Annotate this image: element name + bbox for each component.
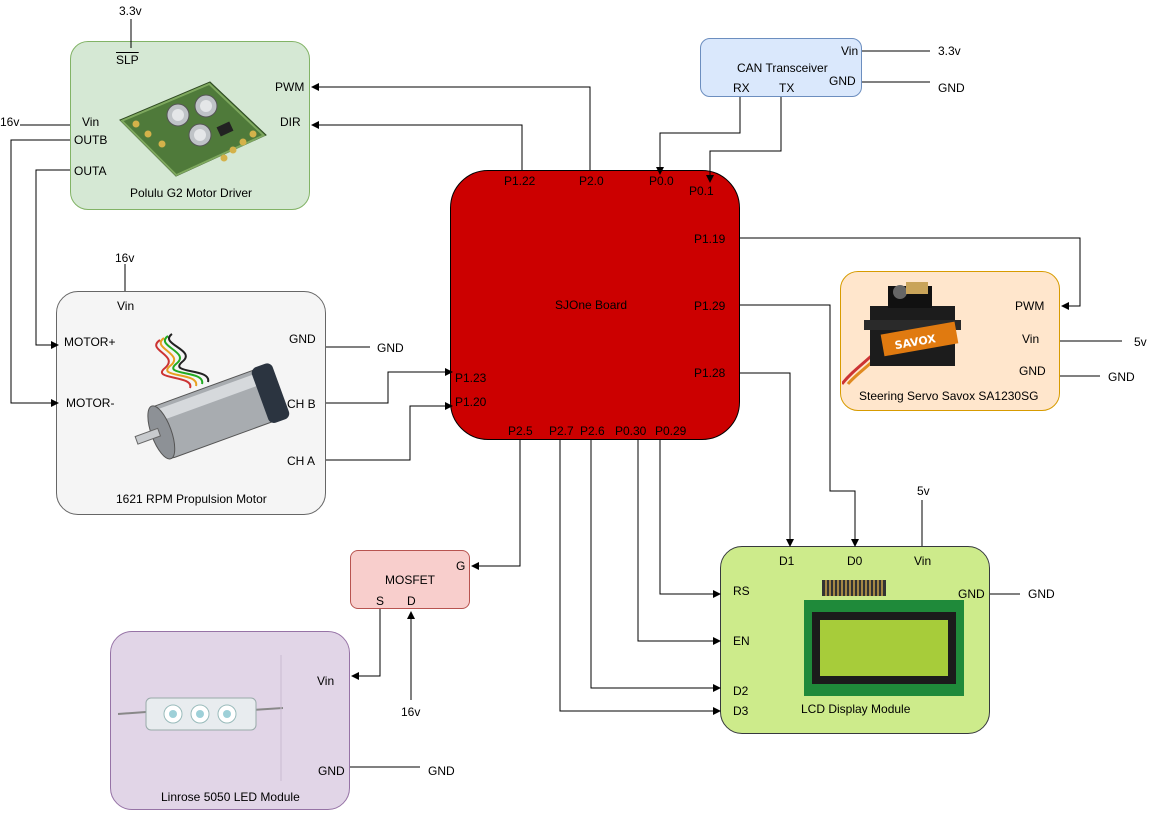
motor-driver-board-image: [119, 81, 267, 177]
lcd-gnd-label: GND: [1028, 587, 1055, 601]
sjone-pin-p2-6: P2.6: [580, 424, 605, 438]
wire-p1-29-to-d0: [740, 304, 859, 547]
wire-p0-29-to-rs: [659, 440, 721, 598]
sjone-pin-p1-29: P1.29: [694, 299, 726, 313]
sjone-pin-p1-19: P1.19: [694, 232, 726, 246]
servo-image: SAVOX: [842, 282, 961, 385]
lcd-pin-vin: Vin: [914, 554, 932, 568]
motor-driver-pin-outa: OUTA: [74, 164, 107, 178]
servo-pin-pwm: PWM: [1015, 299, 1045, 313]
motor-image: [134, 333, 290, 460]
motor-gnd-label: GND: [377, 341, 404, 355]
wire-can-rx-to-p0-0: [656, 97, 741, 175]
mosfet-supply-d: 16v: [401, 705, 421, 719]
servo-gnd-label: GND: [1108, 370, 1135, 384]
lcd-pin-d3: D3: [733, 704, 749, 718]
motor-pin-gnd: GND: [289, 332, 316, 346]
motor-pin-motor-plus: MOTOR+: [64, 335, 116, 349]
lcd-pin-d1: D1: [779, 554, 795, 568]
mosfet-pin-s: S: [376, 594, 385, 608]
can-pin-vin: Vin: [841, 44, 859, 58]
motor-driver-pin-dir: DIR: [280, 115, 301, 129]
sjone-pin-p0-29: P0.29: [655, 424, 687, 438]
wire-outb-to-motor-minus: [10, 139, 70, 407]
wire-chb-to-p1-23: [326, 368, 453, 404]
wire-p2-6-to-d2: [590, 440, 721, 692]
wire-p1-22-to-dir: [311, 121, 523, 170]
can-pin-tx: TX: [779, 81, 795, 95]
motor-driver-pin-slp: SLP: [116, 53, 139, 67]
wire-outa-to-motor-plus: [35, 169, 70, 349]
can-pin-rx: RX: [733, 81, 750, 95]
wire-s-to-led-vin: [351, 609, 381, 680]
mosfet-pin-d: D: [407, 594, 416, 608]
motor-pin-motor-minus: MOTOR-: [66, 396, 115, 410]
lcd-pin-d2: D2: [733, 684, 749, 698]
wire-p2-7-to-d3: [559, 440, 721, 715]
motor-driver-supply-vin: 16v: [0, 115, 20, 129]
wire-p2-5-to-g: [471, 440, 521, 570]
sjone-pin-p0-0: P0.0: [649, 174, 674, 188]
sjone-pin-p2-7: P2.7: [549, 424, 574, 438]
motor-title: 1621 RPM Propulsion Motor: [116, 492, 267, 506]
sjone-pin-p0-1: P0.1: [689, 184, 714, 198]
servo-pin-vin: Vin: [1022, 332, 1040, 346]
wire-p0-30-to-en: [637, 440, 721, 645]
mosfet-title: MOSFET: [385, 573, 435, 587]
lcd-pin-rs: RS: [733, 584, 750, 598]
sjone-pin-p1-20: P1.20: [455, 395, 487, 409]
motor-driver-supply-slp: 3.3v: [119, 4, 142, 18]
led-gnd-label: GND: [428, 764, 455, 778]
can-transceiver-box: [700, 38, 862, 97]
motor-pin-chb: CH B: [287, 397, 316, 411]
servo-pin-gnd: GND: [1019, 364, 1046, 378]
servo-title: Steering Servo Savox SA1230SG: [859, 389, 1039, 403]
lcd-pin-en: EN: [733, 634, 750, 648]
can-gnd-label: GND: [938, 81, 965, 95]
lcd-image: [804, 580, 964, 696]
sjone-pin-p2-0: P2.0: [579, 174, 604, 188]
wire-p1-28-to-d1: [740, 372, 794, 547]
sjone-pin-p1-23: P1.23: [455, 371, 487, 385]
motor-supply-vin: 16v: [115, 251, 135, 265]
sjone-board-box: [450, 170, 740, 440]
can-title: CAN Transceiver: [737, 61, 828, 75]
led-pin-gnd: GND: [318, 764, 345, 778]
motor-pin-vin: Vin: [117, 299, 135, 313]
wire-can-tx-to-p0-1: [706, 97, 782, 183]
motor-pin-cha: CH A: [287, 454, 316, 468]
sjone-title: SJOne Board: [555, 298, 628, 312]
servo-supply-vin: 5v: [1134, 335, 1147, 349]
lcd-supply-vin: 5v: [917, 484, 930, 498]
wire-cha-to-p1-20: [326, 402, 453, 461]
lcd-pin-gnd: GND: [958, 587, 985, 601]
motor-driver-title: Polulu G2 Motor Driver: [130, 186, 253, 200]
wire-p2-0-to-pwm: [311, 83, 591, 170]
mosfet-box: [350, 550, 470, 609]
motor-driver-pin-outb: OUTB: [74, 133, 108, 147]
mosfet-pin-g: G: [456, 559, 466, 573]
lcd-title: LCD Display Module: [801, 702, 911, 716]
sjone-pin-p2-5: P2.5: [508, 424, 533, 438]
led-module-image: [118, 697, 283, 731]
lcd-pin-d0: D0: [847, 554, 863, 568]
can-pin-gnd: GND: [829, 74, 856, 88]
led-pin-vin: Vin: [317, 674, 335, 688]
motor-driver-pin-vin: Vin: [82, 115, 100, 129]
sjone-pin-p1-28: P1.28: [694, 366, 726, 380]
can-supply-vin: 3.3v: [938, 44, 961, 58]
led-title: Linrose 5050 LED Module: [161, 790, 300, 804]
motor-driver-pin-pwm: PWM: [275, 80, 305, 94]
wire-p1-19-to-servo-pwm: [740, 237, 1081, 310]
sjone-pin-p0-30: P0.30: [615, 424, 647, 438]
sjone-pin-p1-22: P1.22: [504, 174, 536, 188]
